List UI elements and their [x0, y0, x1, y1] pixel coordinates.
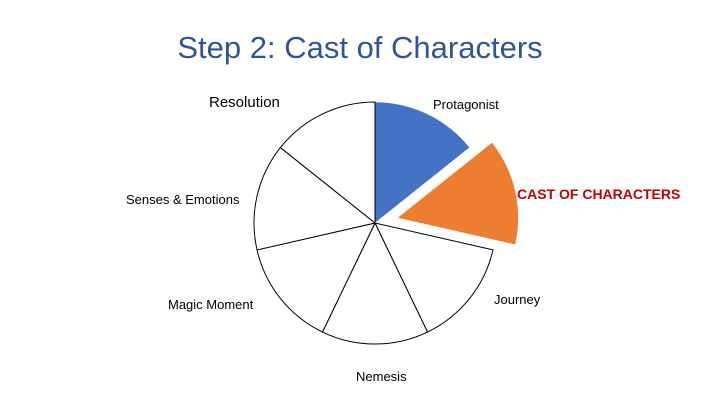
label-journey: Journey: [494, 292, 541, 307]
pie-slice-protagonist: [374, 101, 470, 224]
pie-slice-cast-of-characters: [396, 142, 519, 246]
label-protagonist: Protagonist: [433, 97, 499, 112]
label-resolution: Resolution: [209, 94, 280, 111]
slide-title: Step 2: Cast of Characters: [177, 30, 543, 65]
label-nemesis: Nemesis: [356, 369, 407, 384]
pie-slice-magic-moment: [256, 222, 376, 333]
label-senses-emotions: Senses & Emotions: [126, 192, 240, 207]
pie-slice-senses-emotions: [253, 146, 377, 251]
pie-slice-nemesis: [321, 221, 429, 345]
label-magic-moment: Magic Moment: [168, 297, 254, 312]
pie-slice-journey: [374, 222, 494, 333]
label-cast-of-characters: CAST OF CHARACTERS: [517, 186, 681, 202]
pie-slice-resolution: [279, 101, 376, 225]
